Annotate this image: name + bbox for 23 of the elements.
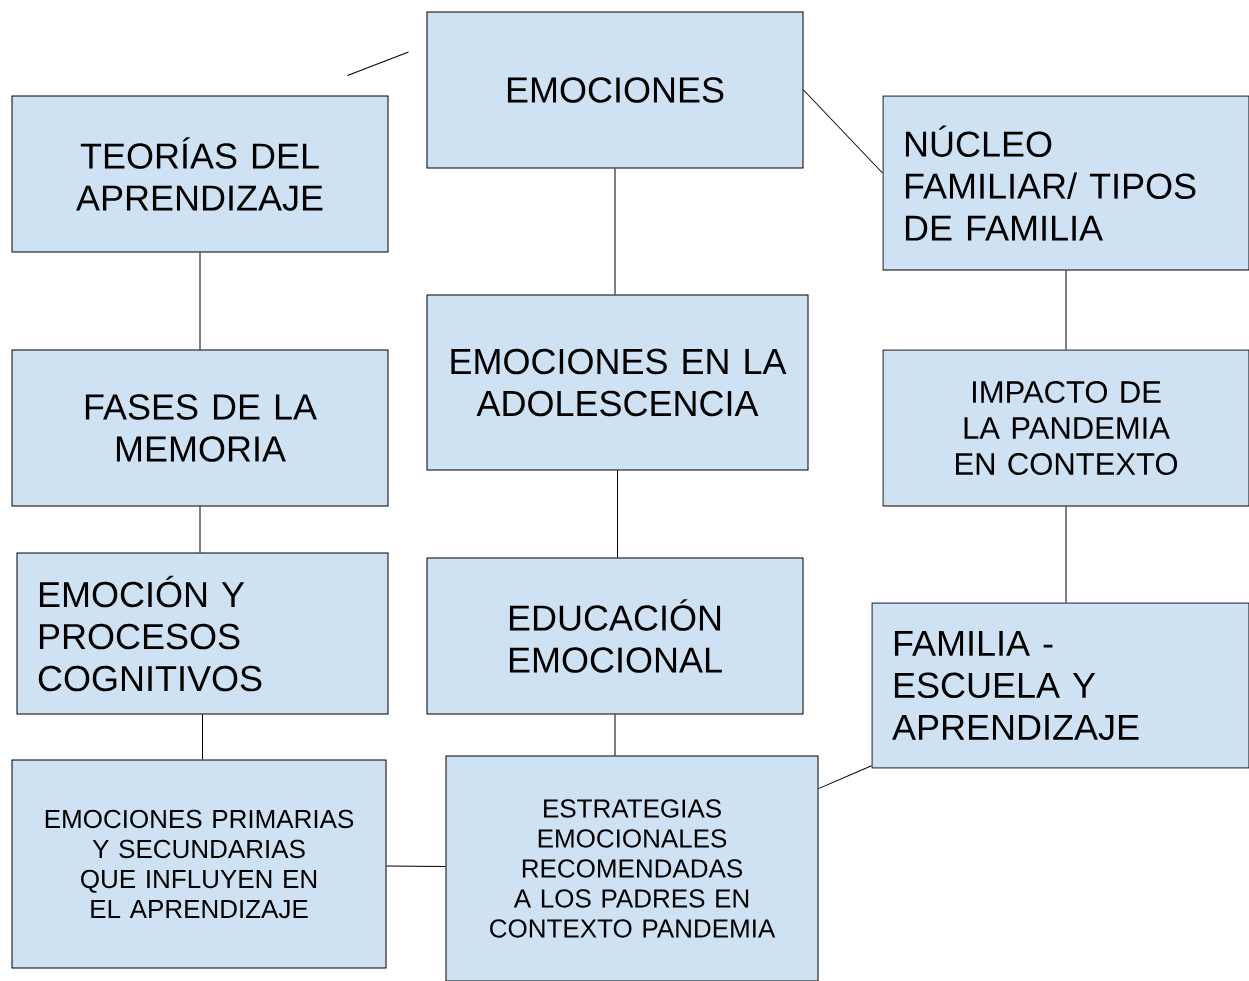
concept-box: EMOCIONES PRIMARIAS Y SECUNDARIAS QUE INFLUYEN EN EL APRENDIZAJE xyxy=(11,759,387,969)
connector-line xyxy=(386,865,446,868)
connector-line xyxy=(199,506,201,553)
connector-line xyxy=(1065,270,1067,350)
connector-line xyxy=(617,470,618,558)
concept-box: FASES DE LA MEMORIA xyxy=(11,349,389,507)
concept-box: EMOCIÓN Y PROCESOS COGNITIVOS xyxy=(16,552,389,715)
connector-line xyxy=(199,252,201,350)
connector-line xyxy=(1065,506,1067,603)
concept-box: ESTRATEGIAS EMOCIONALES RECOMENDADAS A LOS PADRES EN CONTEXTO PANDEMIA xyxy=(445,755,819,981)
connector-line xyxy=(803,89,883,174)
connector-line xyxy=(818,765,872,790)
connector-line xyxy=(614,168,616,295)
concept-box: EDUCACIÓN EMOCIONAL xyxy=(426,557,804,715)
connector-line xyxy=(614,714,616,756)
connector-line xyxy=(347,51,409,76)
concept-box: NÚCLEO FAMILIAR/ TIPOS DE FAMILIA xyxy=(882,95,1249,271)
concept-box: EMOCIONES xyxy=(426,11,804,169)
concept-box: IMPACTO DE LA PANDEMIA EN CONTEXTO xyxy=(882,349,1249,507)
connector-line xyxy=(202,714,203,760)
concept-box: FAMILIA - ESCUELA Y APRENDIZAJE xyxy=(871,602,1249,769)
concept-box: EMOCIONES EN LA ADOLESCENCIA xyxy=(426,294,809,471)
concept-box: TEORÍAS DEL APRENDIZAJE xyxy=(11,95,389,253)
